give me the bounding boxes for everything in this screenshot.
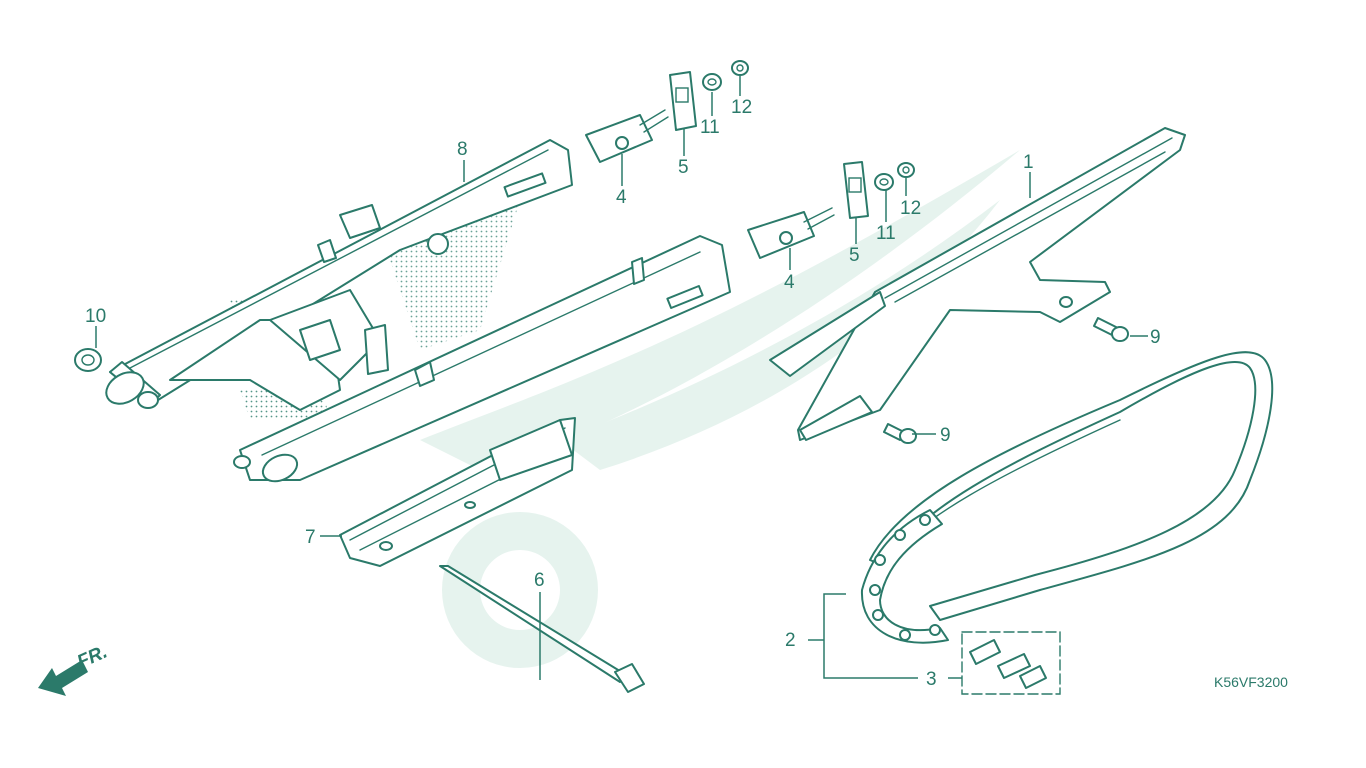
callout-labels: 1 2 3 4 4 5 5 6 7 8 9 9 10 11 11 12 12 [85, 97, 1161, 690]
callout-8: 8 [457, 139, 468, 160]
master-link-part-3 [961, 631, 1061, 695]
chain-adjuster-upper-part-4 [585, 109, 669, 163]
diagram-code: K56VF3200 [1214, 674, 1288, 690]
adjuster-plate-lower-part-5 [843, 161, 869, 219]
chain-slider-part-7 [339, 417, 576, 567]
callout-5-upper: 5 [678, 157, 689, 178]
nut-part-11-upper [702, 73, 722, 91]
leader-lines [95, 76, 1148, 680]
callout-9-upper: 9 [1150, 327, 1161, 348]
bolt-part-9-lower [883, 423, 917, 444]
chain-adjuster-lower-part-4 [747, 207, 835, 259]
pivot-bolt-part-6 [439, 565, 645, 693]
bolt-part-9-upper [1093, 317, 1129, 342]
callout-11-upper: 11 [700, 117, 720, 138]
nut-part-12-upper [731, 60, 749, 76]
swingarm-right-part-8 [233, 235, 731, 483]
callout-3: 3 [926, 669, 937, 690]
callout-2: 2 [785, 630, 796, 651]
swingarm-left-part-8 [105, 139, 573, 420]
front-marker-text: FR. [74, 641, 111, 673]
callout-4-upper: 4 [616, 187, 627, 208]
callout-12-upper: 12 [731, 97, 752, 118]
callout-6: 6 [534, 570, 545, 591]
adjuster-plate-upper-part-5 [669, 71, 697, 131]
callout-12-lower: 12 [900, 198, 921, 219]
callout-10: 10 [85, 306, 106, 327]
chain-case-part-1 [769, 127, 1186, 441]
front-direction-arrow [38, 660, 88, 696]
callout-11-lower: 11 [876, 223, 896, 244]
callout-4-lower: 4 [784, 272, 795, 293]
washer-part-10 [74, 348, 102, 372]
callout-5-lower: 5 [849, 245, 860, 266]
drive-chain-part-2 [860, 351, 1274, 644]
callout-1: 1 [1023, 152, 1034, 173]
nut-part-12-lower [897, 162, 915, 178]
callout-7: 7 [305, 527, 316, 548]
callout-9-lower: 9 [940, 425, 951, 446]
nut-part-11-lower [874, 173, 894, 191]
watermark-logo [420, 150, 1020, 668]
